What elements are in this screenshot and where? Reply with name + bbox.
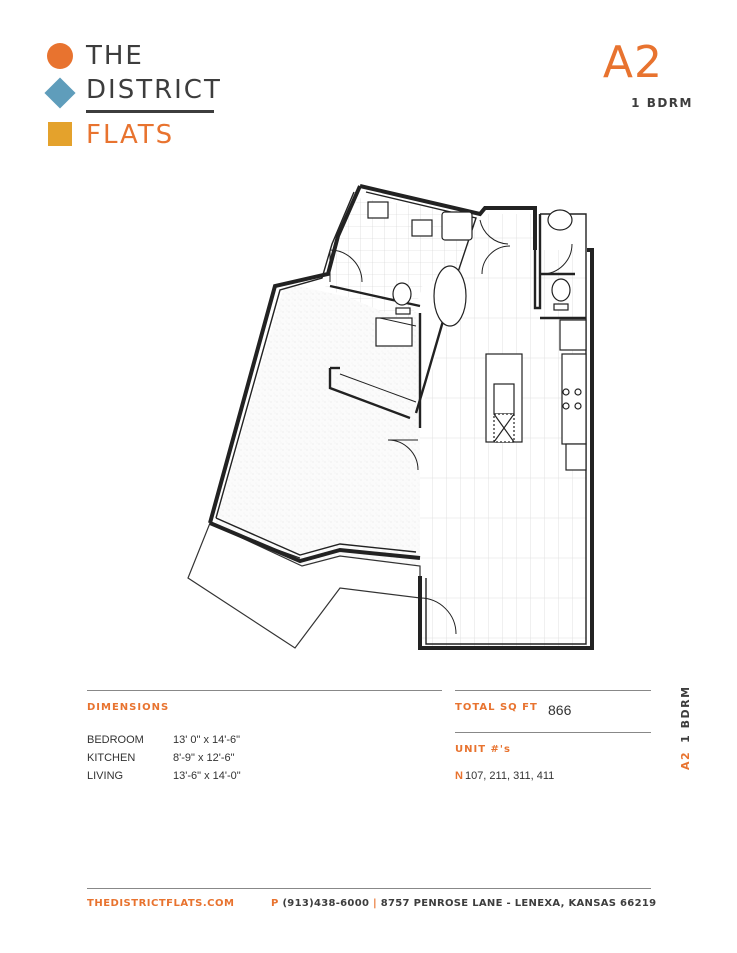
logo-text-district: DISTRICT xyxy=(86,75,222,105)
address: 8757 PENROSE LANE - LENEXA, KANSAS 66219 xyxy=(380,898,657,909)
side-unit-label: A2 1 BDRM xyxy=(679,685,692,770)
sqft-rule-bottom xyxy=(455,732,651,733)
room-size: 13' 0" x 14'-6" xyxy=(173,734,241,746)
separator: | xyxy=(373,898,377,909)
website-link[interactable]: THEDISTRICTFLATS.COM xyxy=(87,898,235,909)
room-name: KITCHEN xyxy=(87,752,136,764)
logo-divider xyxy=(86,110,214,113)
sqft-rule-top xyxy=(455,690,651,691)
room-size: 8'-9" x 12'-6" xyxy=(173,752,235,764)
units-label: UNIT #'s xyxy=(455,744,511,755)
logo-text-flats: FLATS xyxy=(86,120,175,150)
logo-circle xyxy=(47,43,73,69)
bathroom-floor xyxy=(325,198,480,323)
dimension-row-living: LIVING 13'-6" x 14'-0" xyxy=(87,770,241,782)
room-name: LIVING xyxy=(87,770,124,782)
room-name: BEDROOM xyxy=(87,734,144,746)
side-unit-code: A2 xyxy=(679,750,692,770)
logo-diamond xyxy=(44,77,76,109)
units-prefix: N xyxy=(455,770,463,782)
room-size: 13'-6" x 14'-0" xyxy=(173,770,241,782)
phone-prefix: P xyxy=(271,898,279,909)
dimensions-label: DIMENSIONS xyxy=(87,702,170,713)
unit-type: 1 BDRM xyxy=(631,96,693,110)
logo-text-the: THE xyxy=(86,41,144,71)
side-unit-type: 1 BDRM xyxy=(679,685,692,743)
floorplan-drawing xyxy=(187,184,594,650)
contact-info: P (913)438-6000 | 8757 PENROSE LANE - LE… xyxy=(271,898,656,909)
dimension-row-bedroom: BEDROOM 13' 0" x 14'-6" xyxy=(87,734,240,746)
dimensions-rule xyxy=(87,690,442,691)
unit-code: A2 xyxy=(602,37,663,88)
dimension-row-kitchen: KITCHEN 8'-9" x 12'-6" xyxy=(87,752,235,764)
units-numbers: 107, 211, 311, 411 xyxy=(464,770,555,782)
sqft-label: TOTAL SQ FT xyxy=(455,702,538,713)
sqft-value: 866 xyxy=(548,702,572,718)
footer-rule xyxy=(87,888,651,889)
phone-number: (913)438-6000 xyxy=(282,898,370,909)
bedroom-floor xyxy=(214,283,420,568)
logo-square xyxy=(48,122,72,146)
